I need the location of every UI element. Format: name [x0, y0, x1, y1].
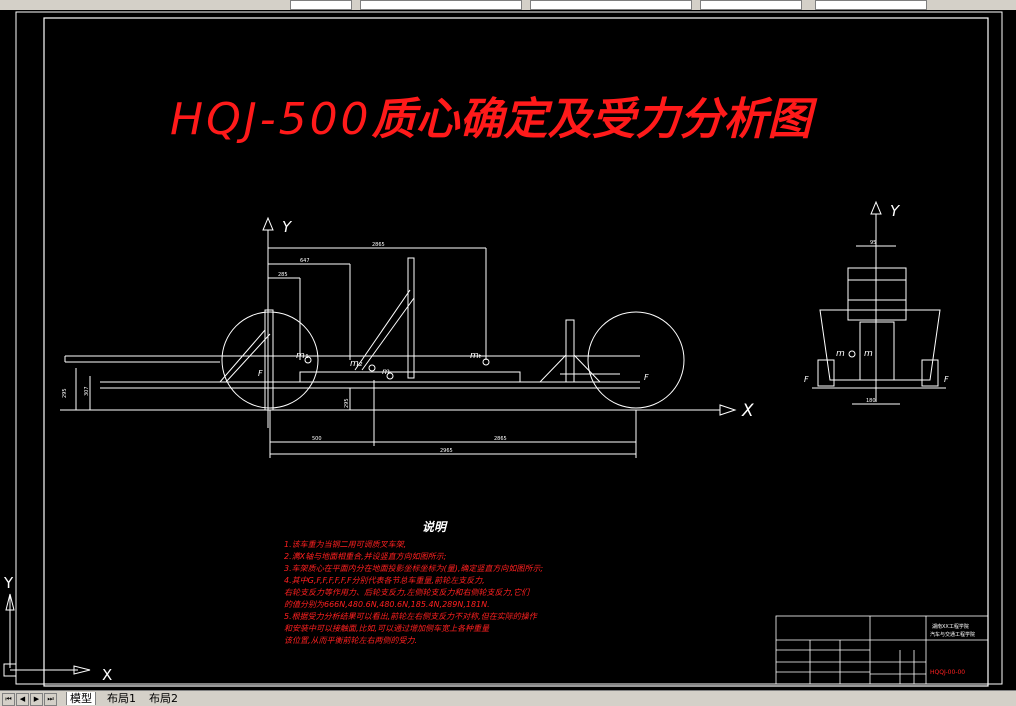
drawing-title: HQJ-500质心确定及受力分析图 — [170, 88, 890, 152]
brace-2 — [219, 329, 266, 383]
rear-post — [565, 319, 575, 383]
front-dim-top: 95 — [870, 240, 876, 246]
cad-drawing: 2865 647 285 500 2865 2965 295 307 295 Y… — [3, 11, 1003, 687]
ucs-x-label: X — [102, 666, 112, 684]
title-block-org-1: 湖南XX工程学院 — [932, 623, 969, 630]
force-label-rear: F — [644, 373, 649, 382]
mass-marker-front — [304, 356, 312, 364]
inner-frame — [43, 17, 989, 687]
dim-text-d5: 2965 — [440, 448, 453, 454]
note-item: 2.满X轴与地面相重合,并设竖直方向如图所示; — [284, 552, 447, 561]
next-tab-button[interactable]: ▶ — [30, 693, 43, 706]
front-post — [264, 309, 274, 411]
axis-x-label: X — [741, 401, 754, 421]
notes-list: 1.该车重为当钢二用可调质叉车架, 2.满X轴与地面相重合,并设竖直方向如图所示… — [284, 539, 584, 647]
dim-text-h1: 295 — [62, 388, 68, 398]
mast-post — [407, 257, 415, 379]
drawing-title-cjk: 质心确定及受力分析图 — [371, 94, 812, 145]
plotstyle-dropdown[interactable] — [700, 0, 802, 10]
notes-heading: 说明 — [421, 520, 446, 534]
dim-text-d2: 285 — [278, 272, 288, 278]
linetype-dropdown[interactable] — [360, 0, 522, 10]
title-block-text: 湖南XX工程学院 汽车与交通工程学院 HQQJ-00-00 — [930, 623, 975, 676]
note-item: 3.车架质心在平面内分在地面投影坐标坐标为(量),确定竖直方向如图所示; — [284, 564, 544, 573]
note-item: 该位置,从而平衡前轮左右两侧的受力. — [284, 636, 418, 645]
lineweight-dropdown[interactable] — [530, 0, 692, 10]
rear-wheel — [587, 311, 685, 409]
force-label-front: F — [258, 369, 263, 378]
front-force-right: F — [944, 375, 949, 384]
ucs-y-label: Y — [3, 574, 14, 592]
ucs-icon — [3, 593, 91, 677]
mass-label-top: m — [382, 367, 390, 376]
side-labels: Y X m₁ m₂ mₜ m F F — [258, 218, 754, 421]
dim-text-d1: 647 — [300, 258, 310, 264]
front-mast — [847, 267, 907, 321]
deck-plate — [299, 371, 521, 383]
front-left-wheel — [817, 359, 835, 387]
last-tab-button[interactable]: ⏭ — [44, 693, 57, 706]
tab-layout1[interactable]: 布局1 — [107, 692, 136, 705]
side-view — [60, 216, 737, 458]
mass-label-center: m₂ — [350, 359, 363, 369]
front-mass-label-2: m — [864, 349, 873, 359]
title-block-org-2: 汽车与交通工程学院 — [930, 631, 975, 638]
title-block — [775, 615, 989, 685]
tab-layout2[interactable]: 布局2 — [149, 692, 178, 705]
y-axis-arrow — [262, 216, 274, 231]
mass-label-front: m₁ — [296, 351, 309, 361]
side-dim-texts: 2865 647 285 500 2865 2965 295 307 295 — [62, 242, 507, 454]
note-item: 4.其中G,F,F,F,F,F,F分别代表各节总车重量,前轮左支反力, — [284, 576, 485, 585]
color-dropdown[interactable] — [815, 0, 927, 10]
tab-model[interactable]: 模型 — [66, 692, 96, 705]
dim-text-d3: 500 — [312, 436, 322, 442]
note-item: 1.该车重为当钢二用可调质叉车架, — [284, 540, 407, 549]
front-mass-marker — [848, 350, 856, 358]
outer-frame — [15, 11, 1003, 685]
note-item: 的值分别为666N,480.6N,480.6N,185.4N,289N,181N… — [284, 600, 490, 609]
layout-tab-bar: ⏮ ◀ ▶ ⏭ 模型 布局1 布局2 — [0, 690, 1016, 706]
dim-text-h2: 307 — [84, 386, 90, 396]
front-mass-label: m — [836, 349, 845, 359]
prev-tab-button[interactable]: ◀ — [16, 693, 29, 706]
note-item: 5.根据受力分析结果可以看出,前轮左右侧支反力不对称,但在实际的操作 — [284, 612, 537, 621]
dim-text-d4: 2865 — [494, 436, 507, 442]
mass-marker-rear — [482, 358, 490, 366]
front-axis-y-label: Y — [890, 202, 901, 220]
dim-text-h3: 295 — [344, 398, 350, 408]
drawing-title-latin: HQJ-500 — [170, 94, 372, 145]
title-block-drawing-no: HQQJ-00-00 — [930, 669, 965, 676]
mass-label-rear: mₜ — [470, 351, 482, 361]
front-body — [819, 309, 941, 381]
notes-block: 说明 1.该车重为当钢二用可调质叉车架, 2.满X轴与地面相重合,并设竖直方向如… — [284, 518, 584, 647]
drawing-canvas[interactable]: 2865 647 285 500 2865 2965 295 307 295 Y… — [0, 10, 1016, 690]
mass-marker-center-2 — [386, 372, 394, 380]
ucs-labels: Y X — [3, 574, 112, 684]
first-tab-button[interactable]: ⏮ — [2, 693, 15, 706]
layer-dropdown[interactable] — [290, 0, 352, 10]
front-right-wheel — [921, 359, 939, 387]
axis-y-label: Y — [282, 218, 293, 236]
front-y-axis-arrow — [870, 200, 882, 215]
brace-1 — [354, 289, 411, 371]
note-item: 右轮支反力等作用力、后轮支反力,左侧轮支反力和右侧轮支反力,它们 — [284, 588, 530, 597]
mass-marker-center — [368, 364, 376, 372]
front-force-left: F — [804, 375, 809, 384]
note-item: 和安装中可以接触面,比如,可以通过增加侧车宽上各种重量 — [284, 624, 490, 633]
front-wheel — [221, 311, 319, 409]
dim-text-overall: 2865 — [372, 242, 385, 248]
front-labels: 95 180 Y m m F F — [804, 202, 949, 404]
x-axis-arrow — [719, 404, 737, 416]
front-dim-bottom: 180 — [866, 398, 876, 404]
front-view — [812, 200, 946, 405]
